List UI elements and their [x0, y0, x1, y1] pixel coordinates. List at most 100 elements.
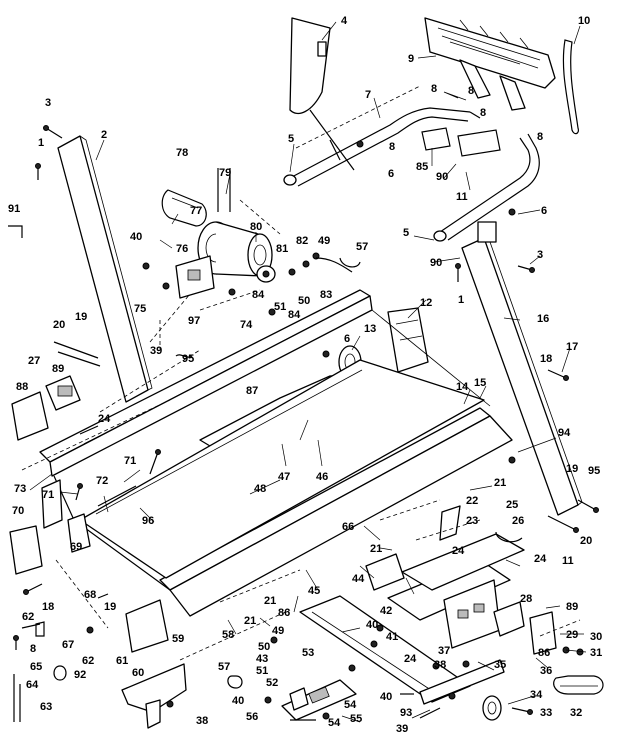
base-frame-part — [299, 533, 525, 705]
callout-18: 18 — [42, 601, 54, 613]
callout-8: 8 — [30, 643, 36, 655]
callout-73: 73 — [14, 483, 26, 495]
callout-5: 5 — [288, 133, 294, 145]
rear-endcap-left — [9, 525, 43, 575]
callout-57: 57 — [218, 661, 230, 673]
callout-49: 49 — [318, 235, 330, 247]
callout-35: 35 — [494, 659, 506, 671]
callout-19: 19 — [566, 463, 578, 475]
upright-bracket — [477, 221, 497, 243]
callout-8: 8 — [468, 85, 474, 97]
callout-38: 38 — [434, 659, 446, 671]
assembly-dashed-lines — [21, 85, 581, 661]
callout-84: 84 — [252, 289, 265, 301]
callout-24: 24 — [534, 553, 547, 565]
callout-68: 68 — [84, 589, 96, 601]
callout-75: 75 — [134, 303, 146, 315]
callout-21: 21 — [370, 543, 382, 555]
callout-53: 53 — [302, 647, 314, 659]
callout-82: 82 — [296, 235, 308, 247]
callout-24: 24 — [98, 413, 111, 425]
callout-1: 1 — [38, 137, 44, 149]
callout-84: 84 — [288, 309, 301, 321]
callout-42: 42 — [380, 605, 392, 617]
motor-assembly — [175, 221, 276, 299]
callout-89: 89 — [566, 601, 578, 613]
callout-21: 21 — [494, 477, 506, 489]
callout-23: 23 — [466, 515, 478, 527]
callout-81: 81 — [276, 243, 288, 255]
callout-69: 69 — [70, 541, 82, 553]
leader-lines — [29, 21, 587, 723]
callout-91: 91 — [8, 203, 20, 215]
callout-87: 87 — [246, 385, 258, 397]
callout-92: 92 — [74, 669, 86, 681]
callout-31: 31 — [590, 647, 602, 659]
callout-63: 63 — [40, 701, 52, 713]
callout-51: 51 — [274, 301, 286, 313]
left-upright-part — [57, 135, 149, 403]
callout-86: 86 — [538, 647, 550, 659]
callout-6: 6 — [541, 205, 547, 217]
callout-28: 28 — [520, 593, 532, 605]
callout-40: 40 — [130, 231, 142, 243]
callout-29: 29 — [566, 629, 578, 641]
callout-54: 54 — [328, 717, 341, 729]
main-frame-part — [39, 289, 513, 617]
elevation-belt-part — [553, 675, 604, 695]
callout-86: 86 — [278, 607, 290, 619]
callout-62: 62 — [22, 611, 34, 623]
callout-2: 2 — [101, 129, 107, 141]
callout-48: 48 — [254, 483, 266, 495]
callout-51: 51 — [256, 665, 268, 677]
callout-39: 39 — [150, 345, 162, 357]
callout-22: 22 — [466, 495, 478, 507]
callout-64: 64 — [26, 679, 39, 691]
callout-26: 26 — [512, 515, 524, 527]
callout-39: 39 — [396, 723, 408, 735]
callout-4: 4 — [341, 15, 348, 27]
walking-deck-part — [79, 359, 485, 579]
callout-47: 47 — [278, 471, 290, 483]
callout-46: 46 — [316, 471, 328, 483]
callout-71: 71 — [42, 489, 54, 501]
callout-61: 61 — [116, 655, 128, 667]
callout-95: 95 — [182, 353, 194, 365]
callout-55: 55 — [350, 713, 362, 725]
callout-93: 93 — [400, 707, 412, 719]
callout-49: 49 — [272, 625, 284, 637]
shroud-clip — [317, 41, 327, 57]
callout-90: 90 — [430, 257, 442, 269]
callout-13: 13 — [364, 323, 376, 335]
rear-endcap-right — [67, 513, 91, 553]
callout-15: 15 — [474, 377, 486, 389]
callout-37: 37 — [438, 645, 450, 657]
callout-52: 52 — [266, 677, 278, 689]
bracket-23 — [439, 505, 461, 541]
callout-14: 14 — [456, 381, 469, 393]
callout-67: 67 — [62, 639, 74, 651]
callout-40: 40 — [366, 619, 378, 631]
callout-80: 80 — [250, 221, 262, 233]
callout-20: 20 — [580, 535, 592, 547]
callout-12: 12 — [420, 297, 432, 309]
callout-88: 88 — [16, 381, 28, 393]
callout-40: 40 — [232, 695, 244, 707]
hood-shroud-part — [289, 17, 331, 115]
cable-part — [562, 39, 579, 135]
callout-57: 57 — [356, 241, 368, 253]
callout-8: 8 — [480, 107, 486, 119]
elevation-motor-part — [443, 579, 525, 649]
callout-44: 44 — [352, 573, 365, 585]
left-side-bracket — [11, 391, 49, 441]
callout-labels: 4 10 9 8 8 8 8 8 7 3 2 1 5 85 90 11 6 6 … — [8, 15, 602, 735]
callout-65: 65 — [30, 661, 42, 673]
callout-56: 56 — [246, 711, 258, 723]
callout-32: 32 — [570, 707, 582, 719]
callout-85: 85 — [416, 161, 428, 173]
callout-43: 43 — [256, 653, 268, 665]
callout-70: 70 — [12, 505, 24, 517]
callout-17: 17 — [566, 341, 578, 353]
